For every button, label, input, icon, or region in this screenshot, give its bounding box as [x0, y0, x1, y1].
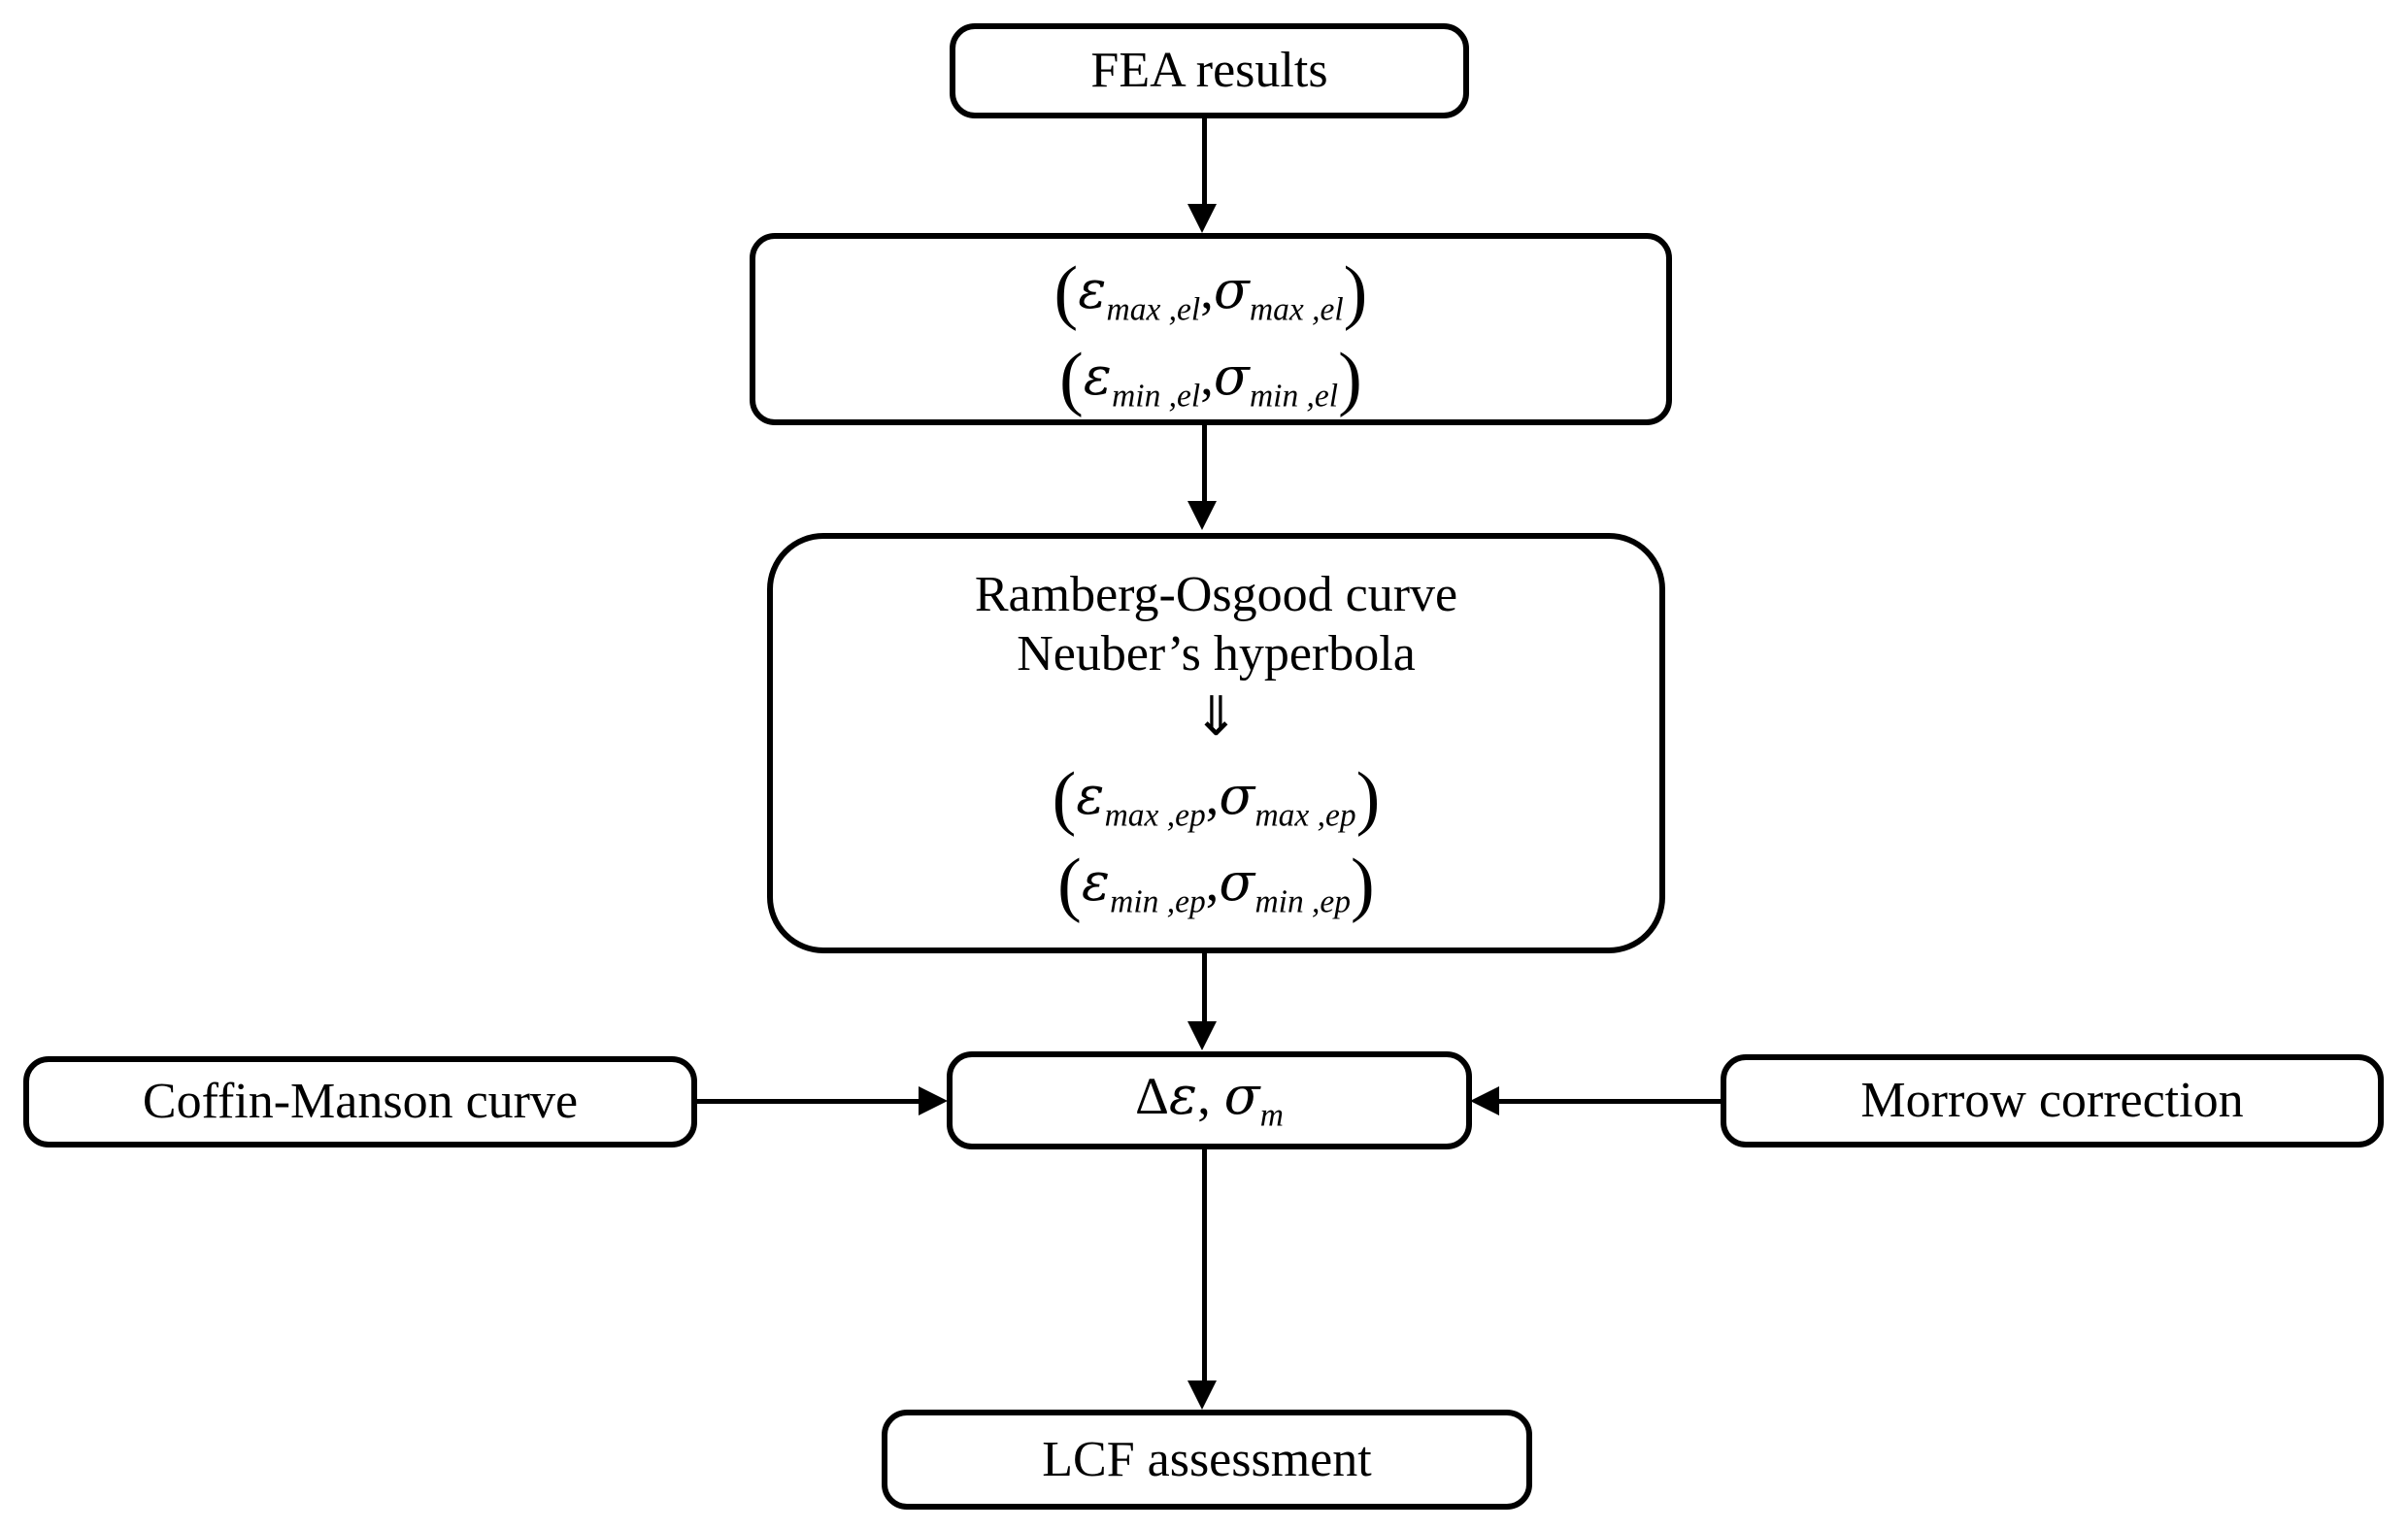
connector-morrow-to-delta-line: [1495, 1099, 1721, 1104]
node-ramberg-osgood-neuber[interactable]: Ramberg-Osgood curve Neuber’s hyperbola …: [767, 533, 1665, 953]
connector-elastic-to-neuber-line: [1202, 425, 1207, 503]
connector-fea-to-elastic-arrowhead: [1187, 204, 1217, 233]
epsilon-symbol: ε: [1169, 1065, 1198, 1127]
node-coffin-manson-label: Coffin-Manson curve: [142, 1074, 579, 1130]
sigma-symbol: σ: [1223, 1065, 1260, 1127]
connector-neuber-to-delta-line: [1202, 953, 1207, 1023]
separator-comma: ,: [1200, 348, 1214, 406]
node-elastoplastic-pairs-line1: (εmax ,ep,σmax ,ep): [1052, 748, 1381, 838]
separator-comma: ,: [1200, 260, 1214, 319]
paren-open: (: [1052, 757, 1077, 838]
sigma-subscript: m: [1259, 1098, 1284, 1135]
node-delta-epsilon-sigma-m[interactable]: Δε, σm: [947, 1051, 1472, 1149]
delta-symbol: Δ: [1135, 1067, 1170, 1126]
epsilon-subscript: max ,ep: [1104, 797, 1206, 834]
paren-close: ): [1343, 251, 1368, 332]
node-delta-label: Δε, σm: [1135, 1065, 1284, 1135]
node-fea-results-label: FEA results: [1090, 43, 1328, 99]
epsilon-subscript: max ,el: [1106, 291, 1201, 328]
connector-coffin-to-delta-line: [697, 1099, 922, 1104]
node-neuber-hyperbola-label: Neuber’s hyperbola: [1017, 626, 1416, 682]
node-morrow-correction[interactable]: Morrow correction: [1721, 1054, 2384, 1148]
connector-elastic-to-neuber-arrowhead: [1187, 501, 1217, 530]
connector-coffin-to-delta-arrowhead: [919, 1086, 948, 1115]
paren-close: ): [1355, 757, 1381, 838]
connector-neuber-to-delta-arrowhead: [1187, 1021, 1217, 1050]
sigma-subscript: min ,ep: [1254, 883, 1351, 920]
paren-open: (: [1059, 339, 1084, 418]
node-coffin-manson-curve[interactable]: Coffin-Manson curve: [23, 1056, 697, 1148]
sigma-symbol: σ: [1219, 850, 1255, 913]
connector-morrow-to-delta-arrowhead: [1470, 1086, 1499, 1115]
double-down-arrow-icon: ⇓: [1193, 684, 1239, 748]
epsilon-symbol: ε: [1078, 258, 1107, 320]
node-morrow-correction-label: Morrow correction: [1860, 1073, 2244, 1129]
epsilon-subscript: min ,ep: [1110, 883, 1206, 920]
sigma-subscript: min ,el: [1249, 378, 1339, 415]
epsilon-symbol: ε: [1081, 850, 1111, 913]
sigma-subscript: max ,el: [1249, 291, 1344, 328]
node-elastoplastic-pairs-line2: (εmin ,ep,σmin ,ep): [1057, 835, 1375, 924]
sigma-symbol: σ: [1213, 346, 1250, 407]
connector-delta-to-lcf-arrowhead: [1187, 1380, 1217, 1410]
separator-comma: ,: [1197, 1067, 1211, 1126]
paren-open: (: [1057, 844, 1082, 924]
sigma-symbol: σ: [1219, 764, 1255, 826]
node-lcf-assessment-label: LCF assessment: [1042, 1431, 1372, 1487]
node-fea-results[interactable]: FEA results: [950, 23, 1469, 118]
separator-comma: ,: [1205, 766, 1220, 825]
node-elastic-pairs[interactable]: (εmax ,el,σmax ,el) (εmin ,el,σmin ,el): [750, 233, 1672, 425]
epsilon-subscript: min ,el: [1112, 378, 1201, 415]
separator-comma: ,: [1205, 852, 1220, 912]
epsilon-symbol: ε: [1076, 764, 1105, 826]
sigma-subscript: max ,ep: [1254, 797, 1356, 834]
connector-fea-to-elastic-line: [1202, 118, 1207, 208]
node-elastic-pairs-line2: (εmin ,el,σmin ,el): [1059, 329, 1362, 418]
paren-close: ): [1351, 844, 1375, 924]
node-elastic-pairs-line1: (εmax ,el,σmax ,el): [1054, 243, 1368, 332]
connector-delta-to-lcf-line: [1202, 1149, 1207, 1382]
node-ramberg-osgood-label: Ramberg-Osgood curve: [974, 566, 1458, 622]
node-lcf-assessment[interactable]: LCF assessment: [882, 1410, 1532, 1510]
paren-close: ): [1338, 339, 1362, 418]
paren-open: (: [1054, 251, 1079, 332]
epsilon-symbol: ε: [1083, 346, 1113, 407]
sigma-symbol: σ: [1213, 258, 1250, 320]
